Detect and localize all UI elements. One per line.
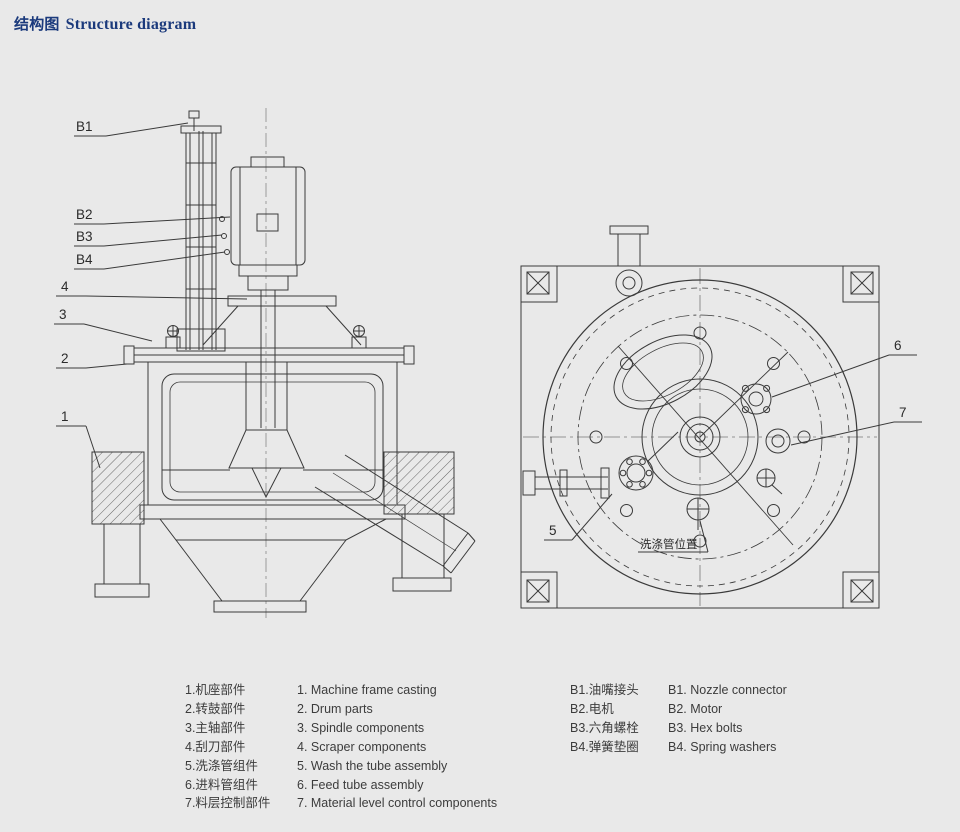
legend-item: B2. Motor — [668, 701, 723, 716]
wash-pipe-marker — [686, 497, 710, 530]
page-title-en: Structure diagram — [65, 16, 197, 33]
callout-5 — [544, 493, 613, 541]
legend-item: 7.料层控制部件 — [185, 796, 271, 811]
corner-bracket-bottom-right — [842, 571, 879, 608]
callout-6 — [771, 354, 917, 398]
legend-item: 5. Wash the tube assembly — [297, 758, 448, 773]
base-block-right — [383, 451, 455, 515]
legend-item: 4.刮刀部件 — [185, 739, 246, 754]
callout-b3-label: B3 — [76, 229, 93, 244]
callout-b2 — [74, 216, 231, 225]
lid-bolt-circles — [589, 326, 811, 548]
wash-pipe-assembly — [522, 431, 679, 499]
corner-bracket-top-right — [842, 266, 879, 303]
page-title: 结构图 Structure diagram — [14, 13, 196, 34]
legend-numbered-en: 1. Machine frame casting 2. Drum parts 3… — [297, 681, 497, 813]
legend-item: B3.六角螺栓 — [570, 720, 639, 735]
cover-bolt-icon — [167, 325, 179, 337]
legend-item: 1.机座部件 — [185, 683, 246, 697]
hex-bolt — [219, 216, 225, 222]
motor-seat — [202, 295, 362, 346]
frame-plate — [520, 265, 880, 609]
top-view: 6 7 5 洗涤管位置 — [520, 225, 922, 609]
top-view-callouts — [544, 354, 922, 553]
callout-7-label: 7 — [899, 405, 907, 420]
level-control-port — [756, 428, 791, 495]
legend-item: B1.油嘴接头 — [570, 683, 639, 697]
legend-item: 2.转鼓部件 — [185, 701, 246, 716]
legend-item: 5.洗涤管组件 — [185, 758, 258, 773]
hex-bolt — [221, 233, 227, 239]
callout-b2-label: B2 — [76, 207, 93, 222]
callout-b4 — [74, 251, 226, 270]
callout-2-label: 2 — [61, 351, 69, 366]
top-inlet-pipe — [609, 225, 649, 297]
side-view: B1 B2 B3 B4 4 3 2 1 — [54, 108, 476, 618]
corner-bracket-top-left — [521, 266, 558, 303]
base-block-left — [91, 451, 145, 525]
wash-position-leader — [638, 520, 709, 553]
machine-cover — [123, 325, 415, 365]
legend-item: 2. Drum parts — [297, 701, 373, 716]
corner-bracket-bottom-left — [521, 571, 558, 608]
legend-item: 1. Machine frame casting — [297, 683, 437, 697]
machine-legs — [94, 514, 452, 598]
callout-b1 — [74, 122, 189, 137]
legend-numbered-zh: 1.机座部件 2.转鼓部件 3.主轴部件 4.刮刀部件 5.洗涤管组件 6.进料… — [185, 681, 270, 813]
legend-lettered-zh: B1.油嘴接头 B2.电机 B3.六角螺栓 B4.弹簧垫圈 — [570, 681, 639, 757]
legend-item: 7. Material level control components — [297, 796, 498, 811]
legend-item: 6. Feed tube assembly — [297, 777, 424, 792]
callout-b4-label: B4 — [76, 252, 93, 267]
cover-bolt-icon — [353, 325, 365, 337]
wash-position-annotation: 洗涤管位置 — [640, 537, 698, 551]
drum-top-circles — [542, 279, 858, 595]
callout-3-label: 3 — [59, 307, 67, 322]
feed-tube-flange — [740, 383, 772, 415]
legend-lettered-en: B1. Nozzle connector B2. Motor B3. Hex b… — [668, 681, 787, 757]
legend-item: B2.电机 — [570, 701, 614, 716]
nozzle-connector — [188, 110, 200, 131]
legend-item: 4. Scraper components — [297, 739, 427, 754]
callout-b3 — [74, 234, 223, 247]
motor-top-ellipse — [613, 334, 713, 410]
drum-casing — [139, 362, 406, 520]
spindle-rod-assembly — [176, 125, 230, 352]
spring-washer — [224, 249, 230, 255]
page-title-zh: 结构图 — [14, 16, 60, 33]
motor — [230, 156, 306, 345]
callout-7 — [790, 421, 922, 446]
callout-2 — [56, 363, 128, 369]
spindle-column — [228, 345, 305, 499]
side-view-callouts — [54, 122, 248, 469]
discharge-cone — [159, 518, 387, 613]
callout-4 — [56, 295, 248, 300]
legend-item: B3. Hex bolts — [668, 720, 743, 735]
callout-1 — [56, 425, 101, 469]
scraper-arm-lines — [617, 345, 794, 546]
callout-1-label: 1 — [61, 409, 69, 424]
legend-item: B1. Nozzle connector — [668, 683, 787, 697]
legend-item: 3. Spindle components — [297, 720, 425, 735]
callout-6-label: 6 — [894, 338, 902, 353]
legend-item: B4.弹簧垫圈 — [570, 739, 639, 754]
legend-item: B4. Spring washers — [668, 739, 777, 754]
callout-3 — [54, 323, 153, 342]
callout-b1-label: B1 — [76, 119, 93, 134]
discharge-chute — [314, 454, 476, 574]
callout-5-label: 5 — [549, 523, 557, 538]
legend-item: 6.进料管组件 — [185, 777, 258, 792]
callout-4-label: 4 — [61, 279, 69, 294]
legend-item: 3.主轴部件 — [185, 720, 246, 735]
